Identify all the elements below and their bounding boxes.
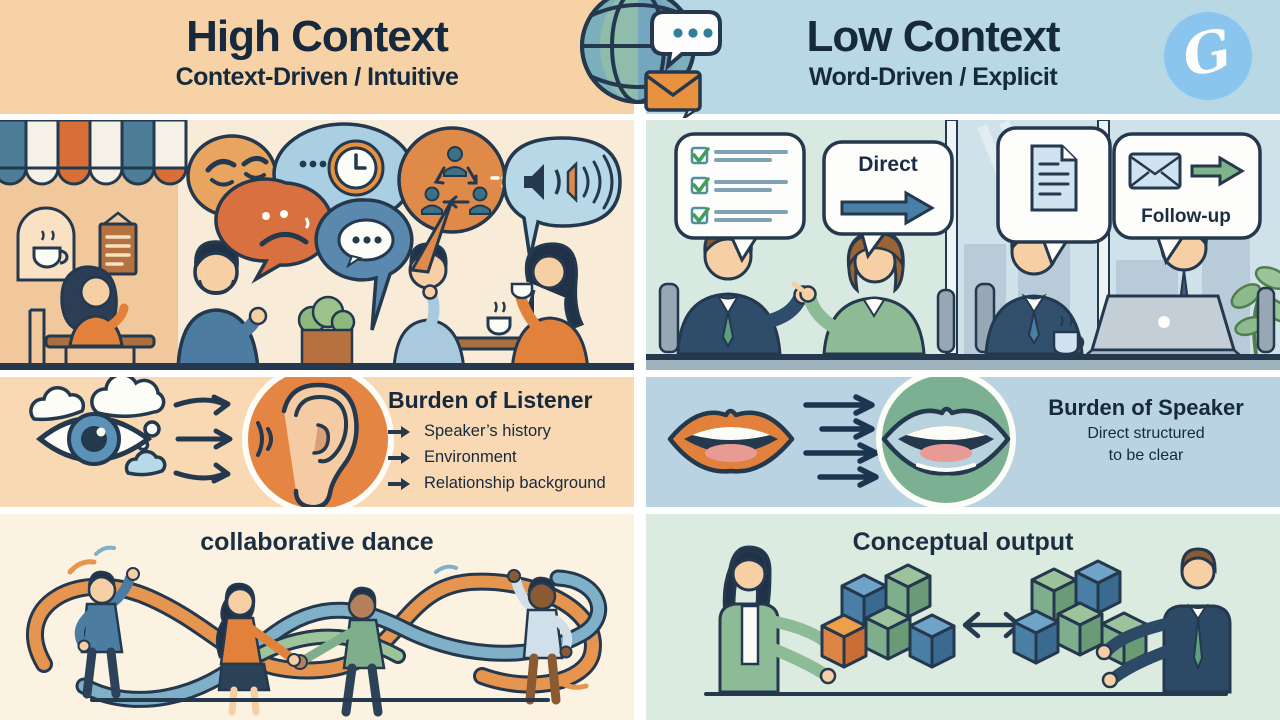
- speaker-sound-bubble: [502, 136, 622, 259]
- dancer-3: [287, 586, 386, 717]
- followup-label: Follow-up: [1141, 206, 1231, 227]
- checklist-bubble: [674, 132, 806, 264]
- awning: [0, 120, 188, 186]
- document-icon: [1030, 144, 1078, 212]
- collaborative-dance-title: collaborative dance: [200, 528, 434, 556]
- cubes-cluster-right: [1012, 559, 1148, 667]
- followup-bubble: [1112, 132, 1262, 266]
- double-arrow-icon: [962, 611, 1022, 639]
- cube-green-4: [1056, 601, 1104, 657]
- chat-dots-icon: [650, 10, 722, 72]
- low-context-title: Low Context: [806, 12, 1061, 61]
- listener-item-row: Relationship background: [388, 474, 634, 493]
- speaker-desc-line2: to be clear: [1108, 447, 1184, 464]
- checklist-icon: [690, 146, 788, 225]
- direct-bubble: [822, 140, 954, 260]
- listener-item-row: Environment: [388, 448, 634, 467]
- header-high-context: High Context Context-Driven / Intuitive: [0, 0, 634, 114]
- speaker-desc-line1: Direct structured: [1087, 425, 1205, 442]
- eye-icon: [36, 412, 153, 466]
- cafe-scene: [0, 120, 634, 370]
- followup-envelope-icon: [1128, 152, 1245, 190]
- burden-of-listener-title: Burden of Listener: [388, 387, 593, 413]
- burden-of-speaker-panel: Burden of Speaker Direct structured to b…: [646, 377, 1280, 507]
- envelope-icon: [644, 70, 702, 122]
- low-context-subtitle: Word-Driven / Explicit: [808, 63, 1058, 92]
- burden-of-listener-text: Burden of Listener Speaker’s history Env…: [388, 387, 634, 493]
- speech-bubble-cluster: [186, 122, 622, 331]
- cube-orange: [820, 613, 868, 669]
- cafe-counter-line: [0, 363, 634, 370]
- arrow-icon: [388, 451, 410, 464]
- burden-of-speaker-text: Burden of Speaker Direct structured to b…: [1018, 395, 1274, 465]
- cubes-cluster-left: [820, 563, 956, 669]
- header-left-text: High Context Context-Driven / Intuitive: [0, 12, 634, 92]
- arrow-icon: [388, 477, 410, 490]
- sad-face-bubble: [214, 177, 334, 284]
- cafe-woman-1: [28, 265, 129, 368]
- cube-blue-4: [1012, 609, 1060, 665]
- cafe-woman-2: [510, 242, 590, 370]
- burden-of-speaker-title: Burden of Speaker: [1048, 395, 1244, 420]
- lips-icon-orange: [667, 408, 795, 474]
- collaborative-dance-panel: collaborative dance: [0, 514, 634, 720]
- cube-green-2: [864, 605, 912, 661]
- header-right-text: Low Context Word-Driven / Explicit: [646, 12, 1280, 92]
- conceptual-output-panel: Conceptual output: [646, 514, 1280, 720]
- speaker-arrows: [803, 394, 879, 488]
- businesswoman-green-blazer: [791, 230, 926, 356]
- globe-chat-art: [576, 0, 728, 122]
- listener-arrows: [173, 394, 233, 484]
- direct-label: Direct: [858, 153, 918, 176]
- thought-cloud-icon: [29, 377, 167, 477]
- logo-monogram: G: [1164, 12, 1252, 100]
- listener-item-row: Speaker’s history: [388, 422, 634, 441]
- receiver-man: [1095, 547, 1232, 694]
- lips-icon-clear: [876, 377, 1016, 507]
- dancer-4: [507, 569, 573, 705]
- office-table-top: [646, 360, 1280, 370]
- high-context-subtitle: Context-Driven / Intuitive: [175, 63, 459, 92]
- burden-of-listener-panel: Burden of Listener Speaker’s history Env…: [0, 377, 634, 507]
- plant: [297, 295, 356, 370]
- cube-blue-2: [908, 613, 956, 669]
- businessman-navy-suit: [676, 226, 813, 356]
- arrow-icon: [388, 425, 410, 438]
- ear-icon: [242, 377, 394, 507]
- office-table-edge: [646, 354, 1280, 360]
- logo-letter: G: [1177, 15, 1238, 91]
- listener-item: Speaker’s history: [424, 422, 551, 440]
- conceptual-output-title: Conceptual output: [852, 528, 1074, 556]
- followup-arrow-icon: [1190, 155, 1245, 187]
- speech-dots-bubble: [314, 198, 414, 331]
- high-context-title: High Context: [186, 12, 449, 61]
- office-scene: Direct Follow-up: [646, 120, 1280, 370]
- listener-item: Environment: [424, 448, 517, 466]
- direct-arrow-icon: [840, 190, 936, 226]
- dancer-1: [74, 567, 140, 699]
- document-bubble: [996, 126, 1112, 268]
- listener-item: Relationship background: [424, 474, 606, 492]
- clock-bubble: [272, 122, 416, 226]
- dancer-2: [215, 582, 299, 716]
- giver-woman: [718, 545, 841, 694]
- laptop: [1080, 294, 1246, 359]
